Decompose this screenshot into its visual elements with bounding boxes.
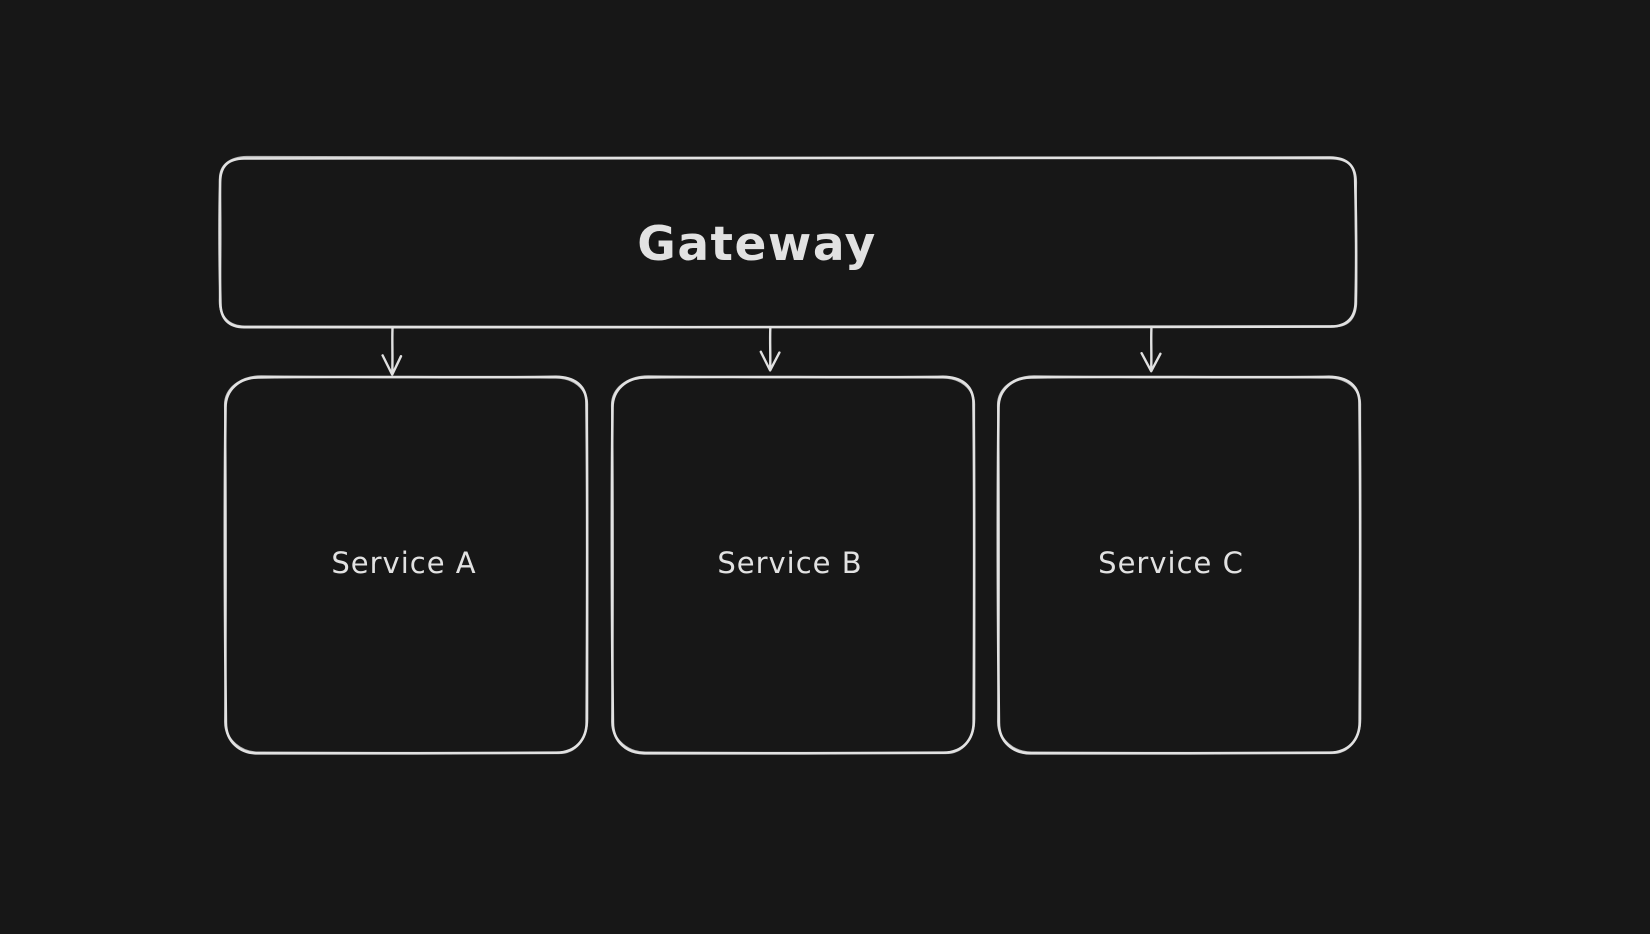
edge-c-arrowhead <box>1140 352 1162 373</box>
service-b-node: Service B <box>610 375 976 755</box>
service-c-label: Service C <box>1098 546 1244 580</box>
service-a-label: Service A <box>331 546 476 580</box>
edge-a-arrowhead <box>381 354 403 376</box>
gateway-node: Gateway <box>218 155 1358 329</box>
gateway-label: Gateway <box>637 217 876 272</box>
edge-gateway-to-service-b <box>759 327 781 372</box>
service-b-label: Service B <box>717 546 862 580</box>
edge-b-arrowhead <box>759 350 781 372</box>
service-a-node: Service A <box>223 375 589 755</box>
service-c-node: Service C <box>996 375 1362 755</box>
edge-gateway-to-service-c <box>1140 327 1162 373</box>
gateway-box-outline-pass2 <box>218 155 1358 329</box>
edge-gateway-to-service-a <box>381 327 403 376</box>
